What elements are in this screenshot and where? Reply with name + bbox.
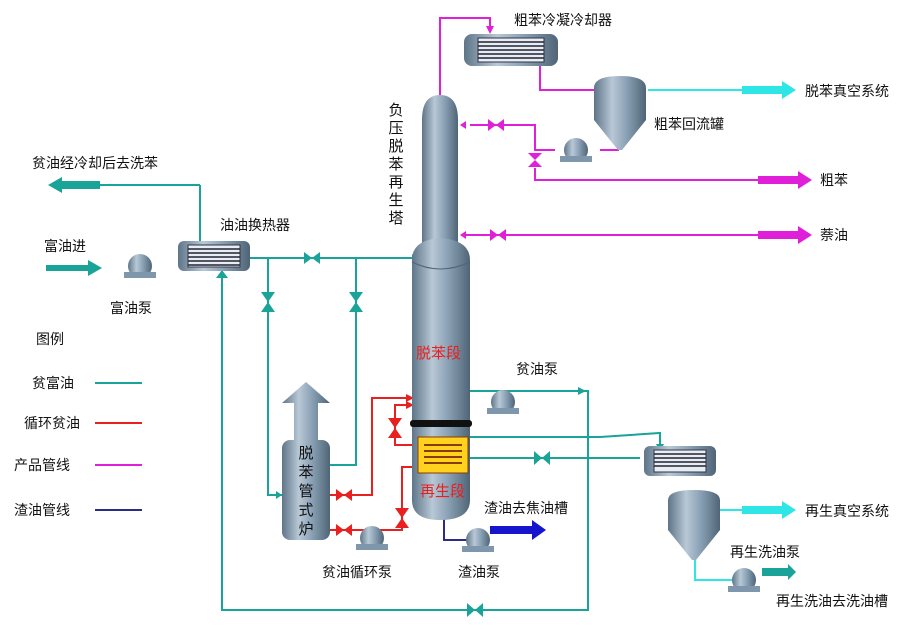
valve-icon[interactable] (336, 489, 352, 501)
navy-pipes (443, 518, 470, 541)
arrow-vacuum-debenzol (742, 81, 796, 99)
label-crude-benzene: 粗苯 (820, 172, 848, 189)
label-rich-oil-in: 富油进 (44, 238, 86, 255)
label-lean-oil-to-wash: 贫油经冷却后去洗苯 (32, 155, 158, 172)
legend-title: 图例 (36, 332, 64, 348)
reflux-tank[interactable] (594, 76, 646, 150)
legend-label-magenta: 产品管线 (14, 458, 70, 474)
valve-icon[interactable] (388, 418, 402, 438)
column-title-char: 脱 (388, 137, 403, 155)
column-title-char: 塔 (388, 209, 403, 227)
label-naphthalene-oil: 萘油 (820, 228, 848, 244)
label-regen-wash-to-tank: 再生洗油去洗油槽 (776, 594, 888, 610)
arrow-naphthalene (758, 226, 812, 244)
arrow-residue (490, 520, 546, 540)
pump-icon[interactable] (356, 526, 388, 550)
debenzol-column[interactable] (410, 95, 472, 520)
label-lean-oil-pump: 贫油泵 (516, 362, 558, 378)
arrow-lean-oil-out (48, 177, 100, 193)
valve-icon[interactable] (488, 119, 504, 131)
column-title-char: 苯 (388, 155, 403, 173)
furnace-title-char: 苯 (298, 463, 313, 481)
label-reflux-tank: 粗苯回流罐 (654, 116, 724, 133)
label-rich-oil-pump: 富油泵 (110, 300, 152, 317)
valve-icon[interactable] (467, 603, 483, 617)
teal-pipes (100, 184, 661, 611)
label-regen-wash-pump: 再生洗油泵 (730, 545, 800, 561)
pump-icon[interactable] (124, 254, 156, 278)
pump-icon[interactable] (487, 390, 519, 414)
oil-heat-exchanger[interactable] (178, 241, 250, 271)
column-title-char: 压 (388, 119, 403, 137)
valve-icon[interactable] (534, 451, 550, 465)
legend-label-teal: 贫富油 (32, 375, 74, 392)
label-regen-section: 再生段 (420, 482, 465, 500)
legend-lines (95, 382, 142, 511)
pumps (124, 138, 760, 592)
valve-icon[interactable] (528, 153, 542, 167)
pump-icon[interactable] (728, 568, 760, 592)
label-oil-heat-exchanger: 油油换热器 (220, 217, 290, 234)
heater-coil-icon (417, 436, 469, 474)
column-title-char: 生 (388, 191, 403, 209)
furnace-title-char: 管 (298, 482, 313, 500)
tube-furnace[interactable] (282, 382, 330, 540)
label-residue-to-tank: 渣油去焦油槽 (484, 501, 568, 517)
column-title-char: 再 (388, 173, 403, 191)
arrow-rich-oil-in (46, 260, 102, 276)
valve-icon[interactable] (336, 524, 352, 536)
furnace-title-char: 脱 (298, 444, 313, 462)
valve-icon[interactable] (490, 229, 506, 241)
label-lean-circ-pump: 贫油循环泵 (322, 565, 392, 581)
valve-icon[interactable] (261, 292, 275, 312)
label-debenzol-section: 脱苯段 (416, 344, 461, 362)
arrow-regen-wash (762, 564, 796, 580)
regen-tank[interactable] (668, 490, 720, 560)
legend-label-red: 循环贫油 (24, 416, 80, 432)
label-crude-benzene-cooler: 粗苯冷凝冷却器 (514, 12, 612, 29)
valves (261, 119, 550, 617)
column-title-char: 负 (388, 101, 403, 119)
arrow-crude-benzene (758, 171, 812, 189)
valve-icon[interactable] (349, 292, 363, 312)
crude-benzene-cooler[interactable] (464, 34, 558, 66)
arrow-regen-vacuum (742, 501, 796, 519)
label-vacuum-debenzol: 脱苯真空系统 (805, 83, 889, 100)
valve-icon[interactable] (395, 508, 409, 528)
pump-icon[interactable] (560, 138, 592, 162)
legend-label-navy: 渣油管线 (14, 503, 70, 519)
furnace-title-char: 炉 (298, 520, 313, 538)
valve-icon[interactable] (304, 252, 320, 264)
label-regen-vacuum: 再生真空系统 (805, 504, 889, 520)
regen-cooler[interactable] (644, 446, 716, 476)
pump-icon[interactable] (462, 528, 494, 552)
furnace-title-char: 式 (298, 501, 313, 519)
label-residue-pump: 渣油泵 (458, 565, 500, 581)
